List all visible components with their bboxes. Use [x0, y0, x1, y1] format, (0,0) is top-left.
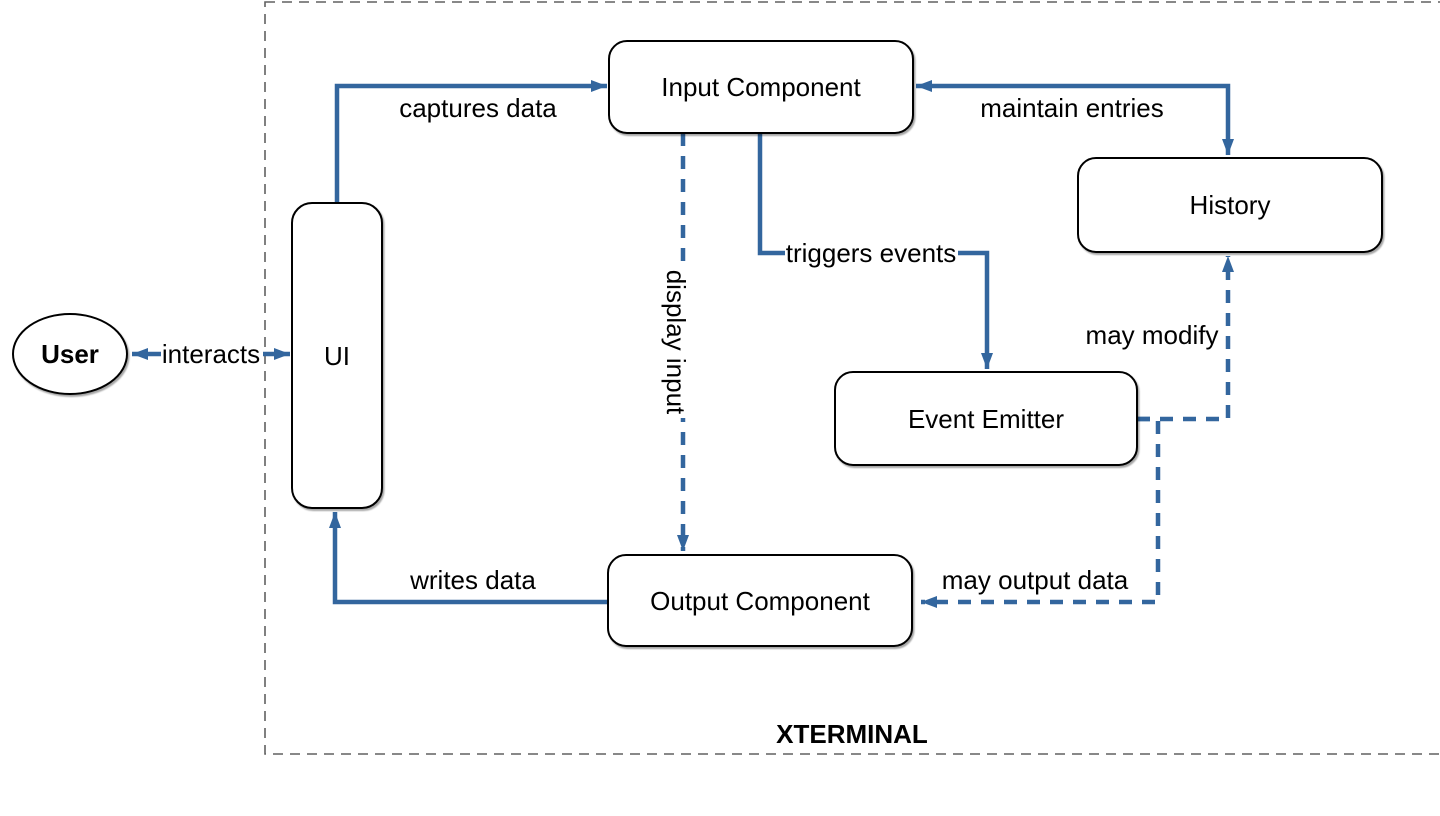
node-user	[12, 313, 128, 395]
input-component-label: Input Component	[661, 72, 861, 102]
event-emitter-label: Event Emitter	[908, 404, 1064, 434]
node-ui	[291, 202, 383, 509]
display-input-label-bg	[658, 268, 688, 418]
node-output-component	[607, 554, 913, 647]
captures-data-label: captures data	[399, 93, 557, 123]
interacts-label-bg	[161, 341, 263, 367]
output-component-label: Output Component	[650, 586, 870, 616]
history-label: History	[1190, 190, 1271, 220]
xterminal-title: XTERMINAL	[776, 719, 928, 749]
interacts-label: interacts	[162, 339, 260, 369]
writes-data-label: writes data	[409, 565, 536, 595]
may-modify-label: may modify	[1086, 320, 1219, 350]
node-input-component	[608, 40, 914, 134]
node-event-emitter	[834, 371, 1138, 466]
edge-writes-data	[329, 512, 608, 605]
maintain-entries-label: maintain entries	[980, 93, 1164, 123]
ui-label: UI	[324, 341, 350, 371]
triggers-events-label-bg	[785, 240, 958, 266]
edge-maintain-entries	[916, 80, 1234, 155]
node-history	[1077, 157, 1383, 253]
edge-may-modify	[1137, 256, 1234, 422]
edge-may-output-data	[921, 416, 1161, 608]
edge-captures-data	[334, 80, 607, 203]
xterminal-boundary	[264, 1, 1440, 755]
display-input-label: display input	[661, 270, 691, 415]
may-output-data-label: may output data	[942, 565, 1129, 595]
user-label: User	[41, 339, 99, 369]
triggers-events-label: triggers events	[786, 238, 957, 268]
